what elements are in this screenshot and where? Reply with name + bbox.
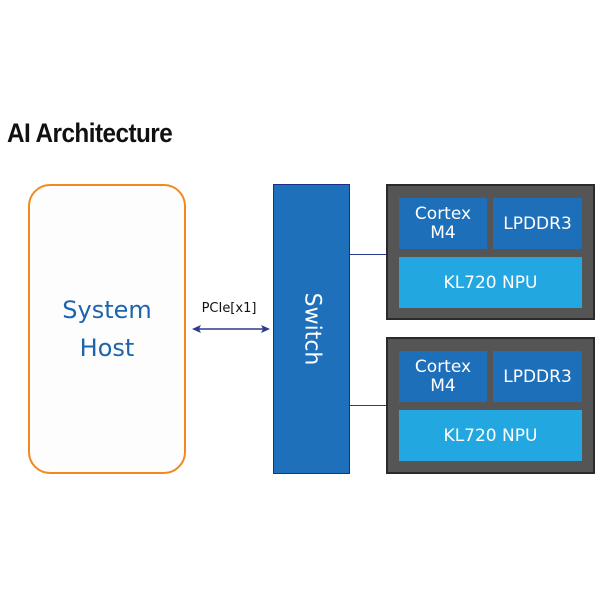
cortex-m4-block: Cortex M4 (399, 198, 487, 249)
cortex-label-line2: M4 (430, 222, 456, 243)
cortex-m4-block: Cortex M4 (399, 351, 487, 402)
kl720-npu-block: KL720 NPU (399, 257, 582, 308)
kl720-module-2: Cortex M4 LPDDR3 KL720 NPU (386, 337, 595, 474)
switch-to-module-1-connector (350, 254, 387, 255)
switch-label: Switch (299, 292, 324, 366)
system-host-label-line2: Host (79, 334, 135, 362)
system-host-block: System Host (28, 184, 186, 474)
arrowhead-left-icon (192, 325, 201, 333)
system-host-label-line1: System (62, 296, 152, 324)
cortex-label-line2: M4 (430, 375, 456, 396)
kl720-npu-block: KL720 NPU (399, 410, 582, 461)
lpddr3-block: LPDDR3 (493, 351, 582, 402)
pcie-link-label: PCIe[x1] (201, 301, 257, 316)
switch-to-module-2-connector (350, 405, 387, 406)
bidirectional-arrow-icon (192, 325, 270, 333)
lpddr3-block: LPDDR3 (493, 198, 582, 249)
kl720-module-1: Cortex M4 LPDDR3 KL720 NPU (386, 184, 595, 320)
switch-block: Switch (273, 184, 350, 474)
diagram-title: AI Architecture (7, 118, 173, 148)
cortex-label-line1: Cortex (414, 356, 472, 377)
cortex-label-line1: Cortex (414, 203, 472, 224)
arrowhead-right-icon (261, 325, 270, 333)
